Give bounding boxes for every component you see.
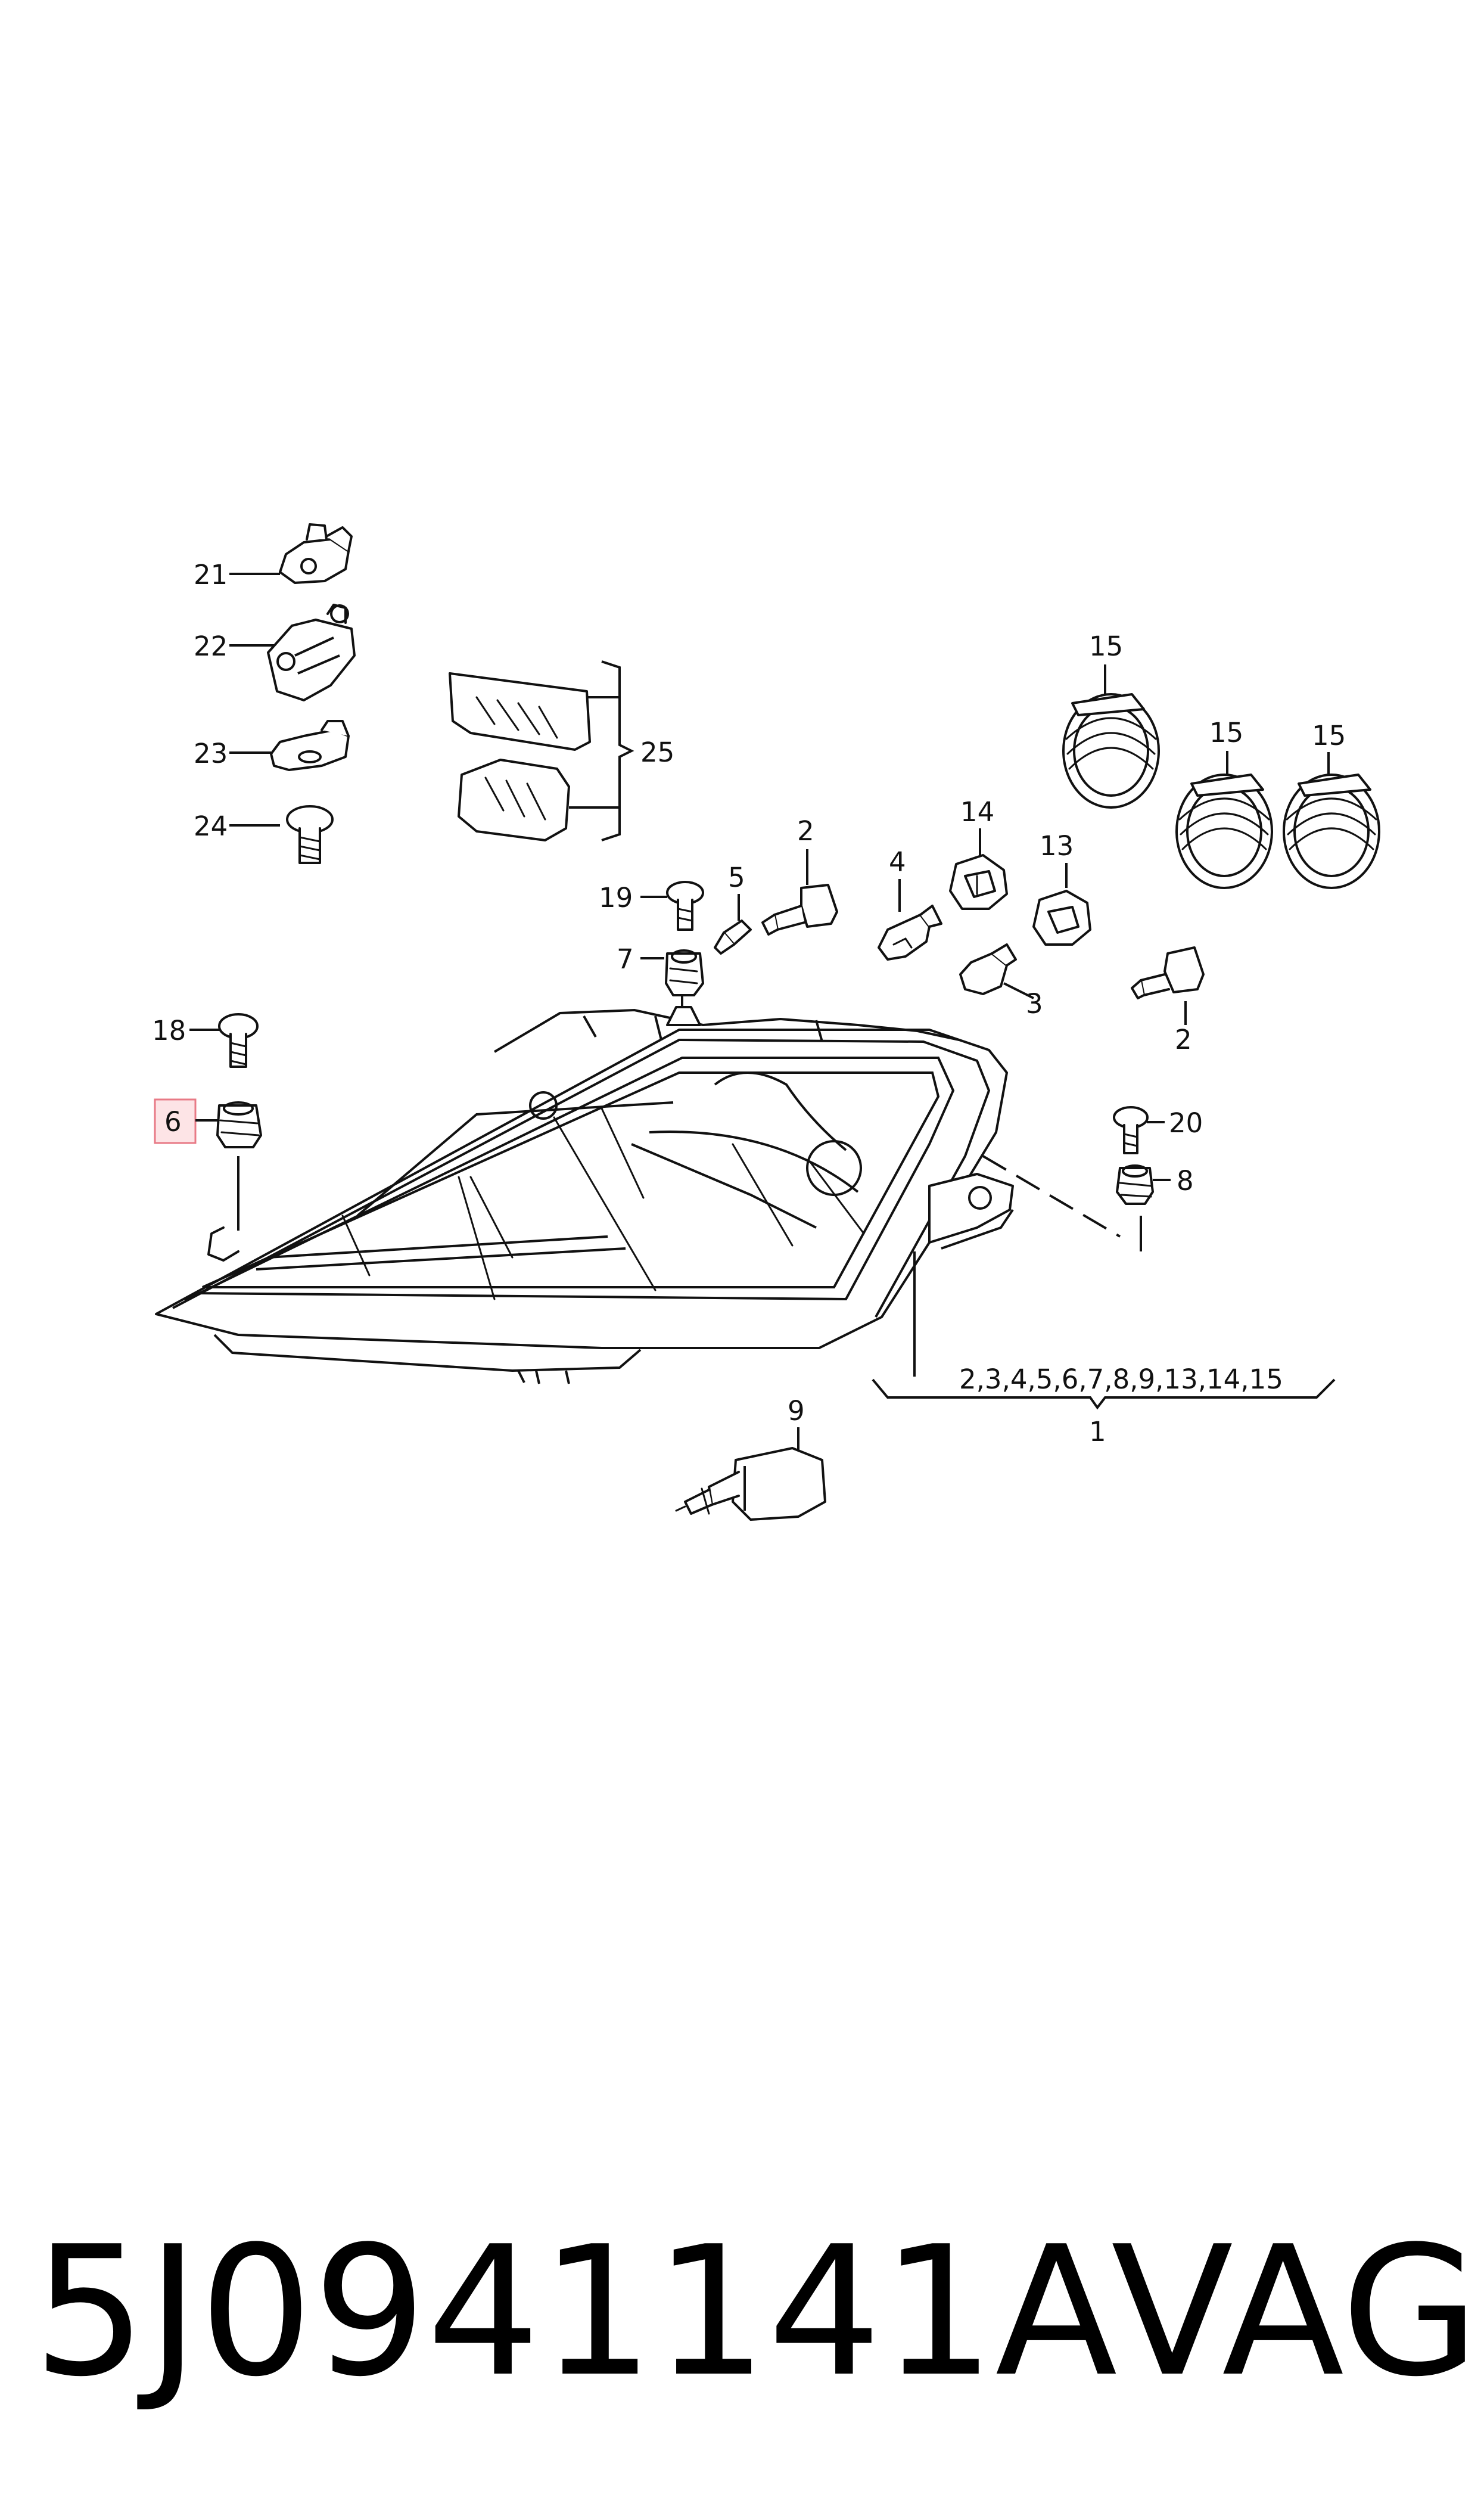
part-4-bulb: 4 <box>878 846 942 961</box>
part-19-screw: 19 <box>599 881 704 931</box>
part-5-bulb: 5 <box>714 862 752 955</box>
brand-label: VAG <box>1111 2208 1480 2416</box>
callout-3: 3 <box>1026 988 1043 1020</box>
headlight-housing <box>155 977 1014 1384</box>
dashed-leader <box>982 1155 1121 1238</box>
part-2-bulb-right: 2 <box>1131 946 1205 1055</box>
callout-4: 4 <box>889 846 906 878</box>
callout-13: 13 <box>1040 830 1074 862</box>
callout-group-list: 2,3,4,5,6,7,8,9,13,14,15 <box>959 1363 1283 1395</box>
part-8-nut: 8 <box>1116 1164 1194 1205</box>
callout-21: 21 <box>194 559 228 591</box>
callout-23: 23 <box>194 738 228 769</box>
part-15-ring-b: 15 <box>1175 717 1273 889</box>
callout-18: 18 <box>152 1015 186 1046</box>
callout-15-a: 15 <box>1089 630 1123 662</box>
callout-20: 20 <box>1169 1107 1203 1139</box>
part-13-socket: 13 <box>1032 830 1091 946</box>
part-number: 5J0941141A <box>33 2208 1118 2416</box>
part-21-bracket: 21 <box>194 523 353 591</box>
part-15-ring-a: 15 <box>1062 630 1160 809</box>
part-23-bracket: 23 <box>194 720 350 771</box>
part-9-actuator: 9 <box>675 1395 826 1521</box>
part-7-nut: 7 <box>617 943 704 996</box>
part-6-nut: 6 <box>154 1098 262 1148</box>
callout-2-top: 2 <box>797 815 814 847</box>
part-18-screw: 18 <box>152 1013 259 1068</box>
callout-6: 6 <box>164 1106 182 1138</box>
callout-14: 14 <box>960 796 994 828</box>
part-2-bulb-top: 2 <box>761 815 838 936</box>
part-15-ring-c: 15 <box>1283 720 1380 889</box>
callout-15-b: 15 <box>1209 717 1243 748</box>
part-3-bulb: 3 <box>959 943 1043 1020</box>
part-22-bracket: 22 <box>194 604 356 701</box>
callout-19: 19 <box>599 882 633 914</box>
callout-8: 8 <box>1177 1165 1194 1197</box>
part-24-screw: 24 <box>194 805 334 864</box>
callout-25: 25 <box>640 737 674 768</box>
part-20-screw: 20 <box>1113 1106 1203 1154</box>
group-bracket: 2,3,4,5,6,7,8,9,13,14,15 1 <box>872 1363 1336 1448</box>
callout-7: 7 <box>617 943 634 975</box>
callout-15-c: 15 <box>1312 720 1346 751</box>
part-14-socket: 14 <box>949 796 1008 910</box>
callout-24: 24 <box>194 810 228 842</box>
callout-5: 5 <box>728 862 745 893</box>
part-25-lenses: 25 <box>449 660 674 841</box>
callout-9: 9 <box>788 1395 805 1427</box>
footer: 5J0941141A VAG <box>33 2208 1479 2416</box>
callout-22: 22 <box>194 630 228 662</box>
callout-1: 1 <box>1089 1416 1106 1448</box>
callout-2-right: 2 <box>1175 1024 1192 1055</box>
